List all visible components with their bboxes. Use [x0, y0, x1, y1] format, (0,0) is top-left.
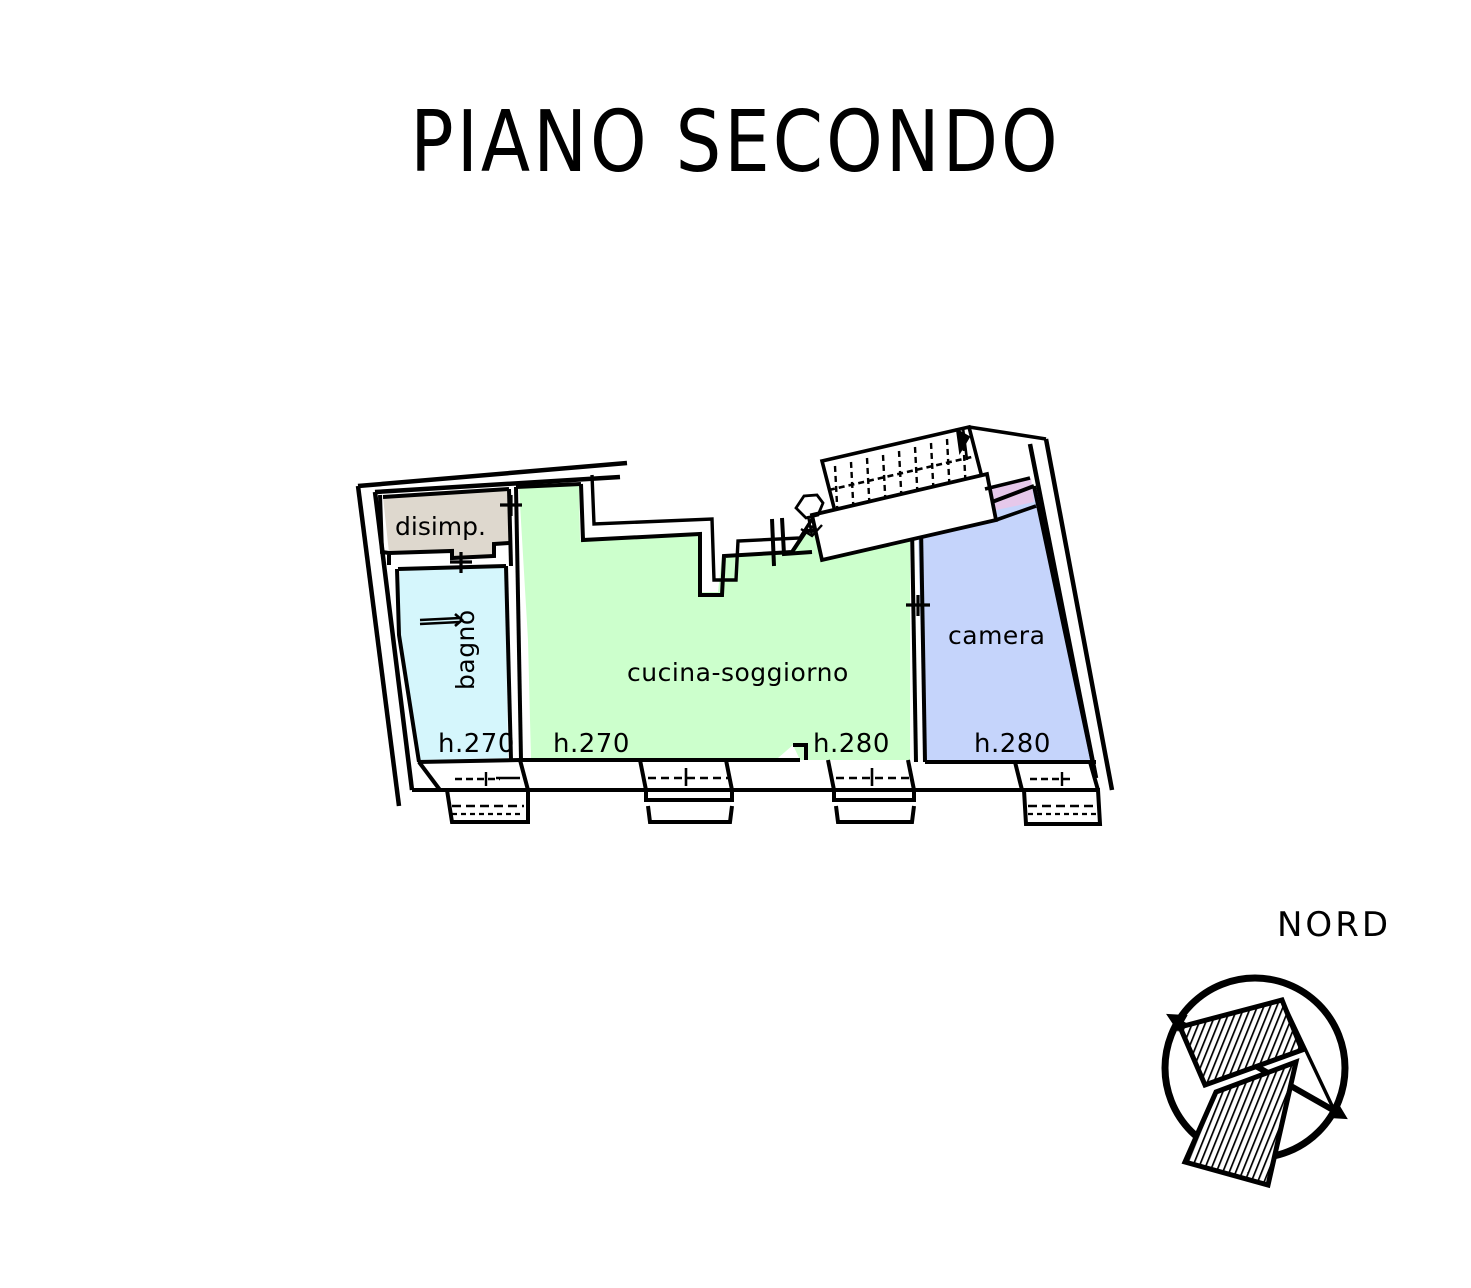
label-h-camera: h.280	[974, 729, 1051, 759]
label-h-cucina-left: h.270	[553, 729, 630, 759]
interior-walls	[378, 474, 1098, 779]
label-disimp: disimp.	[395, 512, 486, 541]
room-labels: disimp. bagno cucina-soggiorno camera h.…	[395, 512, 1051, 759]
compass-rose: NORD	[1161, 905, 1391, 1189]
label-camera: camera	[948, 621, 1045, 650]
staircase	[770, 424, 1047, 567]
room-fill-cucina	[519, 485, 910, 760]
room-fill-bagno	[398, 566, 508, 760]
compass-label-nord: NORD	[1277, 905, 1391, 945]
room-fill-camera	[918, 486, 1093, 762]
room-fills	[383, 478, 1093, 762]
outer-walls	[355, 438, 1115, 807]
room-fill-disimp	[383, 490, 509, 558]
page-title: PIANO SECONDO	[410, 92, 1061, 192]
bottom-wall-windows	[412, 759, 1103, 826]
label-cucina-soggiorno: cucina-soggiorno	[627, 658, 849, 687]
label-h-cucina-right: h.280	[813, 729, 890, 759]
label-h-bagno: h.270	[438, 729, 515, 759]
label-bagno: bagno	[451, 609, 480, 690]
